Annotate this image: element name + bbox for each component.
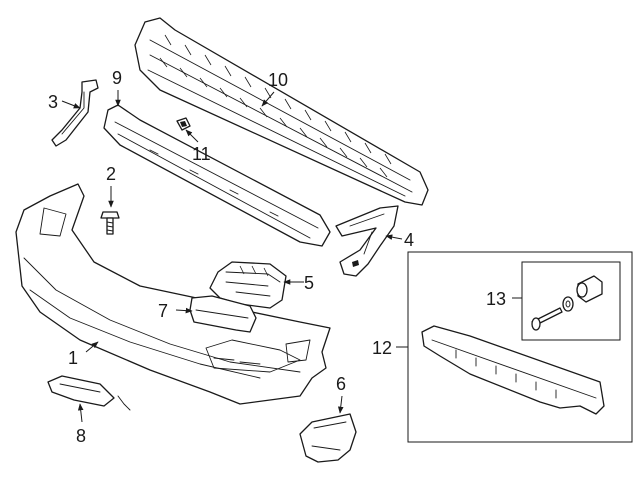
kit-box-12: [407, 251, 633, 443]
kit-box-13: [521, 261, 621, 341]
callout-13: 13: [486, 289, 506, 309]
part-9-reinforcement-beam: [103, 104, 331, 247]
callout-1: 1: [68, 348, 78, 368]
part-8-tow-cover: [47, 375, 131, 411]
callout-12: 12: [372, 338, 392, 358]
callout-11: 11: [192, 144, 211, 164]
callout-5: 5: [304, 273, 314, 293]
part-3-bracket: [51, 79, 99, 147]
callout-8: 8: [76, 426, 86, 446]
leader-lines: [61, 90, 522, 423]
part-2-bolt: [100, 211, 120, 235]
part-1-bumper-cover: [15, 183, 331, 405]
callout-4: 4: [404, 230, 414, 250]
callout-3: 3: [48, 92, 58, 112]
callout-6: 6: [336, 374, 346, 394]
part-4-side-bracket: [335, 205, 399, 277]
part-11-clip: [176, 117, 191, 131]
part-10-energy-absorber: [134, 17, 429, 206]
part-5-mounting-bracket: [209, 261, 287, 309]
callout-10: 10: [268, 70, 288, 90]
part-7-trim: [189, 295, 257, 333]
callout-2: 2: [106, 164, 116, 184]
callout-labels: 1 2 3 4 5 6 7 8 9 10 11 12 13: [48, 68, 506, 446]
part-6-end-cap: [299, 413, 357, 463]
callout-9: 9: [112, 68, 122, 88]
callout-7: 7: [158, 301, 168, 321]
